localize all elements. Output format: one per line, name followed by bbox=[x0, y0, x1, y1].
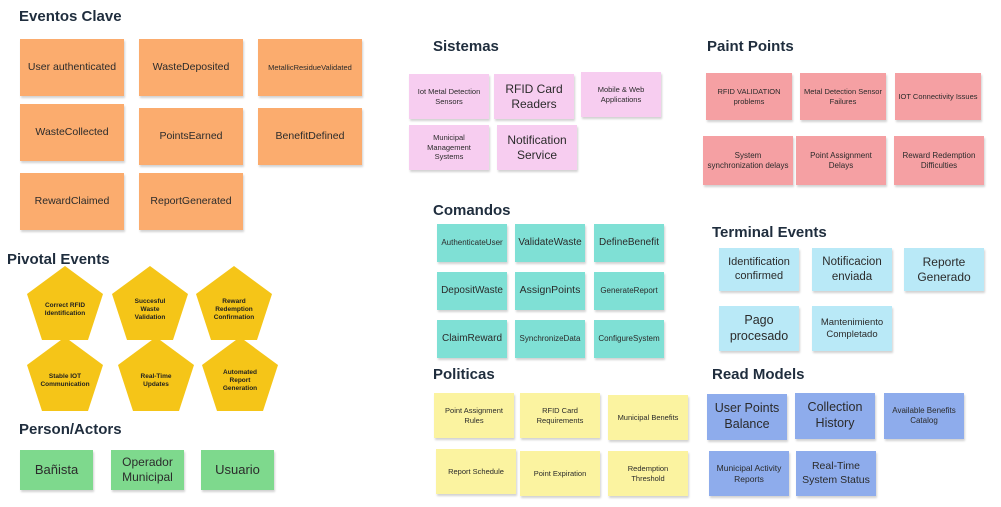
pivotal-event-stable-iot[interactable]: Stable IOT Communication bbox=[25, 335, 105, 415]
pivotal-event-label: Real-Time Updates bbox=[140, 372, 172, 388]
pentagon-shape bbox=[196, 266, 272, 340]
pivotal-event-label: Reward Redemption Confirmation bbox=[213, 297, 255, 322]
sistemas-heading: Sistemas bbox=[433, 38, 499, 55]
terminal-note-reporte-generado[interactable]: Reporte Generado bbox=[904, 248, 984, 291]
pain-note-metal-detection[interactable]: Metal Detection Sensor Failures bbox=[800, 73, 886, 120]
event-note-report-generated[interactable]: ReportGenerated bbox=[139, 173, 243, 230]
pivotal-event-real-time-updates[interactable]: Real-Time Updates bbox=[116, 335, 196, 415]
policy-note-rfid-card-requirements[interactable]: RFID Card Requirements bbox=[520, 393, 600, 438]
terminal-note-identification-confirmed[interactable]: Identification confirmed bbox=[719, 248, 799, 291]
actor-note-banista[interactable]: Bañista bbox=[20, 450, 93, 490]
pivotal-event-label: Automated Report Generation bbox=[222, 368, 258, 393]
command-note-configure-system[interactable]: ConfigureSystem bbox=[594, 320, 664, 358]
pain-note-iot-connectivity[interactable]: IOT Connectivity Issues bbox=[895, 73, 981, 120]
pivotal-event-reward-redemption[interactable]: Reward Redemption Confirmation bbox=[194, 264, 274, 344]
command-note-generate-report[interactable]: GenerateReport bbox=[594, 272, 664, 310]
pain-note-point-assignment[interactable]: Point Assignment Delays bbox=[796, 136, 886, 185]
terminal-note-pago-procesado[interactable]: Pago procesado bbox=[719, 306, 799, 351]
event-note-points-earned[interactable]: PointsEarned bbox=[139, 108, 243, 165]
policy-note-point-assignment-rules[interactable]: Point Assignment Rules bbox=[434, 393, 514, 438]
pain-note-reward-redemption[interactable]: Reward Redemption Difficulties bbox=[894, 136, 984, 185]
command-note-deposit-waste[interactable]: DepositWaste bbox=[437, 272, 507, 310]
event-note-waste-deposited[interactable]: WasteDeposited bbox=[139, 39, 243, 96]
pentagon-shape bbox=[118, 337, 194, 411]
system-note-iot-sensors[interactable]: Iot Metal Detection Sensors bbox=[409, 74, 489, 119]
actors-heading: Person/Actors bbox=[19, 421, 122, 438]
system-note-rfid-readers[interactable]: RFID Card Readers bbox=[494, 74, 574, 119]
system-note-municipal-management[interactable]: Municipal Management Systems bbox=[409, 125, 489, 170]
command-note-authenticate-user[interactable]: AuthenticateUser bbox=[437, 224, 507, 262]
eventos-clave-heading: Eventos Clave bbox=[19, 8, 122, 25]
terminal-note-mantenimiento-completado[interactable]: Mantenimiento Completado bbox=[812, 306, 892, 351]
read-models-heading: Read Models bbox=[712, 366, 805, 383]
pivotal-event-automated-report[interactable]: Automated Report Generation bbox=[200, 335, 280, 415]
terminal-events-heading: Terminal Events bbox=[712, 224, 827, 241]
politicas-heading: Politicas bbox=[433, 366, 495, 383]
command-note-define-benefit[interactable]: DefineBenefit bbox=[594, 224, 664, 262]
pentagon-shape bbox=[112, 266, 188, 340]
event-note-reward-claimed[interactable]: RewardClaimed bbox=[20, 173, 124, 230]
paint-points-heading: Paint Points bbox=[707, 38, 794, 55]
pivotal-events-heading: Pivotal Events bbox=[7, 251, 110, 268]
policy-note-municipal-benefits[interactable]: Municipal Benefits bbox=[608, 395, 688, 440]
read-model-available-benefits[interactable]: Available Benefits Catalog bbox=[884, 393, 964, 439]
pentagon-shape bbox=[27, 266, 103, 340]
event-note-benefit-defined[interactable]: BenefitDefined bbox=[258, 108, 362, 165]
read-model-collection-history[interactable]: Collection History bbox=[795, 393, 875, 439]
system-note-mobile-web[interactable]: Mobile & Web Applications bbox=[581, 72, 661, 117]
pentagon-shape bbox=[202, 337, 278, 411]
policy-note-redemption-threshold[interactable]: Redemption Threshold bbox=[608, 451, 688, 496]
read-model-real-time-status[interactable]: Real-Time System Status bbox=[796, 451, 876, 496]
pain-note-rfid-validation[interactable]: RFID VALIDATION problems bbox=[706, 73, 792, 120]
pivotal-event-label: Stable IOT Communication bbox=[40, 372, 90, 388]
pivotal-event-correct-rfid[interactable]: Correct RFID Identification bbox=[25, 264, 105, 344]
pentagon-shape bbox=[27, 337, 103, 411]
event-note-user-authenticated[interactable]: User authenticated bbox=[20, 39, 124, 96]
read-model-municipal-activity[interactable]: Municipal Activity Reports bbox=[709, 451, 789, 496]
event-note-waste-collected[interactable]: WasteCollected bbox=[20, 104, 124, 161]
policy-note-point-expiration[interactable]: Point Expiration bbox=[520, 451, 600, 496]
pivotal-event-label: Succesful Waste Validation bbox=[134, 297, 166, 322]
terminal-note-notificacion-enviada[interactable]: Notificacion enviada bbox=[812, 248, 892, 291]
command-note-validate-waste[interactable]: ValidateWaste bbox=[515, 224, 585, 262]
command-note-claim-reward[interactable]: ClaimReward bbox=[437, 320, 507, 358]
system-note-notification-service[interactable]: Notification Service bbox=[497, 125, 577, 170]
actor-note-usuario[interactable]: Usuario bbox=[201, 450, 274, 490]
pivotal-event-label: Correct RFID Identification bbox=[44, 301, 86, 317]
comandos-heading: Comandos bbox=[433, 202, 511, 219]
command-note-synchronize-data[interactable]: SynchronizeData bbox=[515, 320, 585, 358]
pain-note-system-synchronization[interactable]: System synchronization delays bbox=[703, 136, 793, 185]
event-note-metallic-residue-validated[interactable]: MetallicResidueValidated bbox=[258, 39, 362, 96]
command-note-assign-points[interactable]: AssignPoints bbox=[515, 272, 585, 310]
read-model-user-points-balance[interactable]: User Points Balance bbox=[707, 394, 787, 440]
actor-note-operador-municipal[interactable]: Operador Municipal bbox=[111, 450, 184, 490]
policy-note-report-schedule[interactable]: Report Schedule bbox=[436, 449, 516, 494]
pivotal-event-waste-validation[interactable]: Succesful Waste Validation bbox=[110, 264, 190, 344]
